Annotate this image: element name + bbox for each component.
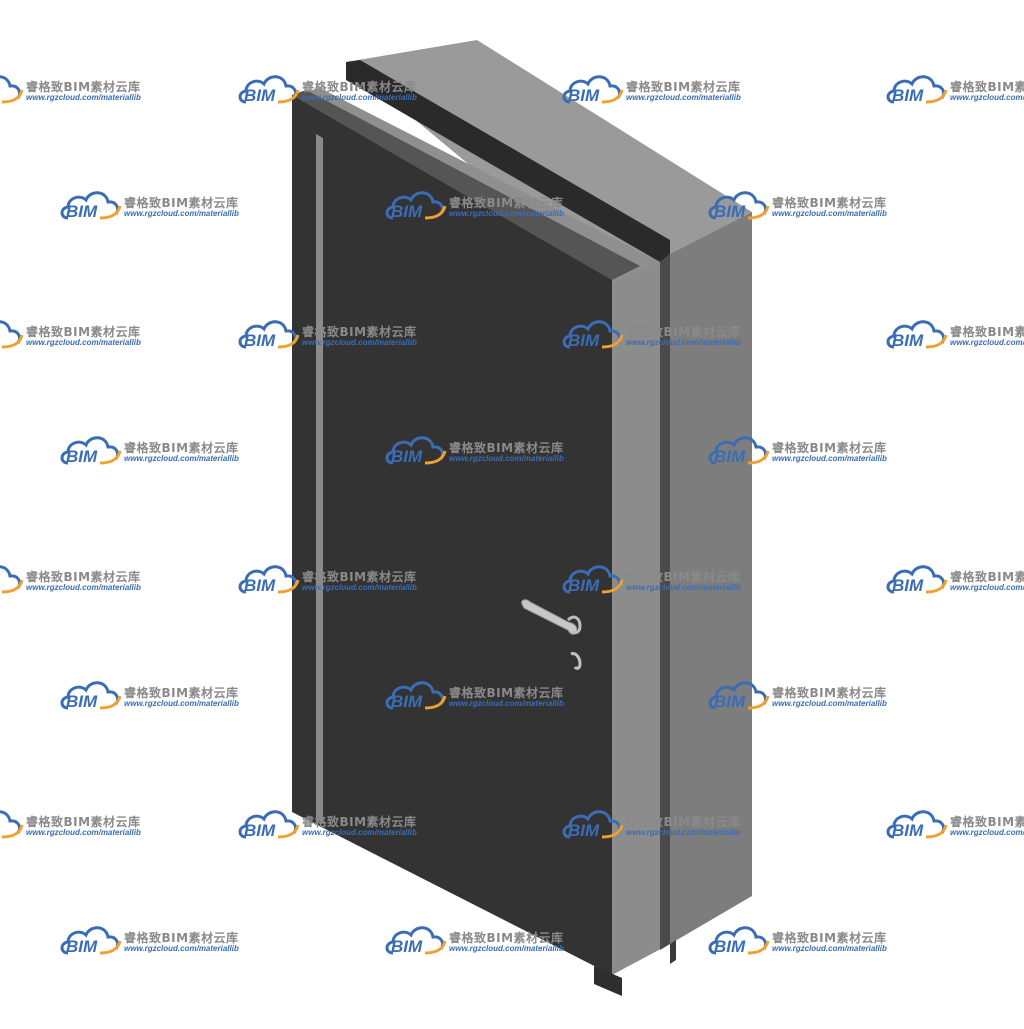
door-glass-strip [316, 134, 323, 823]
door-lock [570, 652, 582, 670]
frame-top-face [346, 40, 752, 284]
frame-bottom-foot [670, 940, 676, 964]
door-threshold [594, 966, 622, 996]
door-leaf [292, 95, 612, 975]
frame-inner-edge [660, 254, 670, 950]
frame-right-face [670, 212, 752, 944]
door-handle-rosette [566, 615, 582, 635]
door-leaf-top-dark [292, 90, 640, 280]
door-handle [521, 599, 578, 635]
frame-dark-strip [346, 60, 670, 262]
frame-front-jamb [612, 254, 670, 975]
